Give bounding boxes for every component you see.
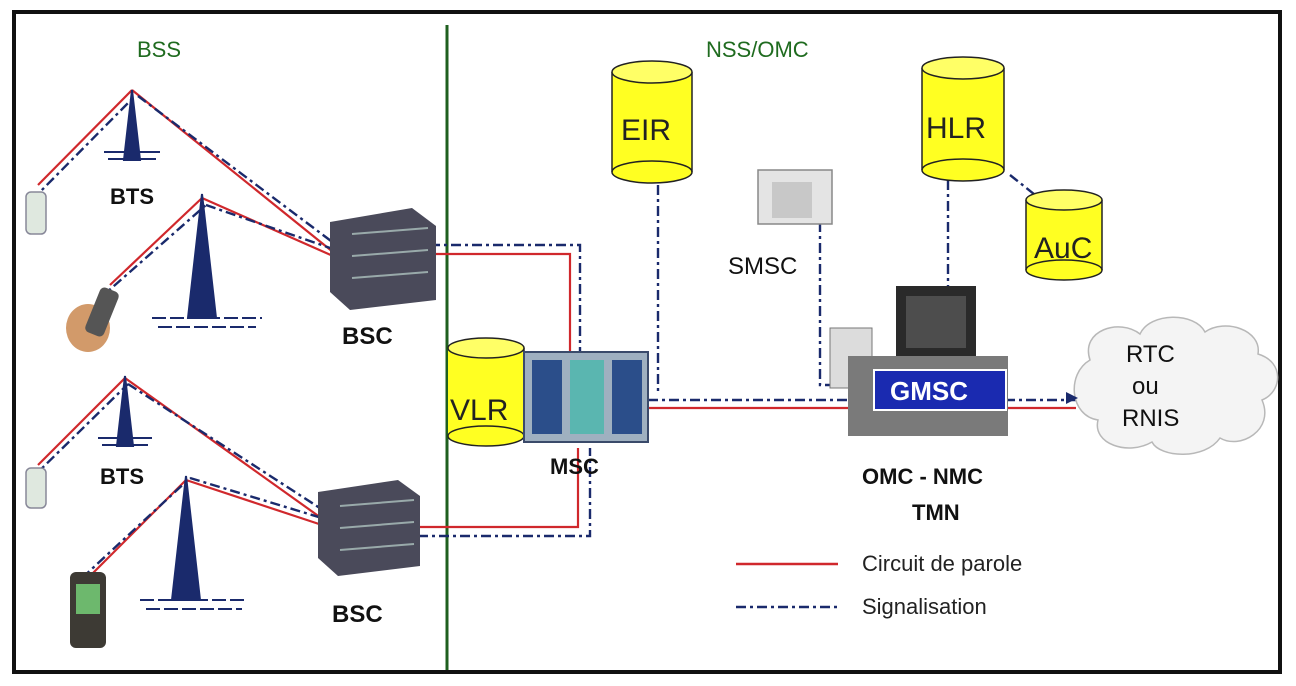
auc-label: AuC xyxy=(1034,232,1092,265)
legend-voice-label: Circuit de parole xyxy=(862,551,1022,576)
tmn-label: TMN xyxy=(912,500,960,525)
bts-label-bottom: BTS xyxy=(100,464,144,489)
vlr-database-icon xyxy=(447,337,525,447)
cloud-label-line2: ou xyxy=(1132,373,1159,400)
hlr-database-icon xyxy=(921,56,1005,182)
voice-links xyxy=(37,89,1076,575)
msc-equipment xyxy=(523,351,649,443)
legend-signal-label: Signalisation xyxy=(862,594,987,619)
mobile-phone-icon xyxy=(70,572,106,648)
bsc-label-top: BSC xyxy=(342,323,393,350)
bts-label-top: BTS xyxy=(110,184,154,209)
smsc-equipment xyxy=(757,169,833,225)
hlr-label: HLR xyxy=(926,112,986,145)
arrow-head xyxy=(1066,392,1078,404)
omc-nmc-equipment xyxy=(829,286,1008,436)
nss-section-title: NSS/OMC xyxy=(706,37,809,62)
pstn-isdn-cloud xyxy=(1073,316,1279,455)
smsc-label: SMSC xyxy=(728,253,797,280)
gmsc-label: GMSC xyxy=(890,376,968,406)
mobile-phone-icon xyxy=(25,191,47,235)
antenna-tower-3 xyxy=(98,375,152,447)
bss-section-title: BSS xyxy=(137,37,181,62)
antenna-tower-1 xyxy=(104,89,160,161)
bsc-label-bottom: BSC xyxy=(332,601,383,628)
mobile-phone-icon xyxy=(25,467,47,509)
gmsc-box xyxy=(873,369,1007,411)
bsc-equipment-top xyxy=(330,208,436,310)
msc-label: MSC xyxy=(550,454,599,479)
cloud-label-line3: RNIS xyxy=(1122,405,1179,432)
cloud-label-line1: RTC xyxy=(1126,341,1175,368)
omc-nmc-label: OMC - NMC xyxy=(862,464,983,489)
eir-label: EIR xyxy=(621,114,671,147)
antenna-tower-4 xyxy=(140,475,248,610)
eir-database-icon xyxy=(611,60,693,184)
auc-database-icon xyxy=(1025,189,1103,281)
vlr-label: VLR xyxy=(450,394,508,427)
antenna-tower-2 xyxy=(152,193,262,328)
mobile-phone-in-hand-icon xyxy=(66,287,119,352)
bsc-equipment-bottom xyxy=(318,480,420,576)
